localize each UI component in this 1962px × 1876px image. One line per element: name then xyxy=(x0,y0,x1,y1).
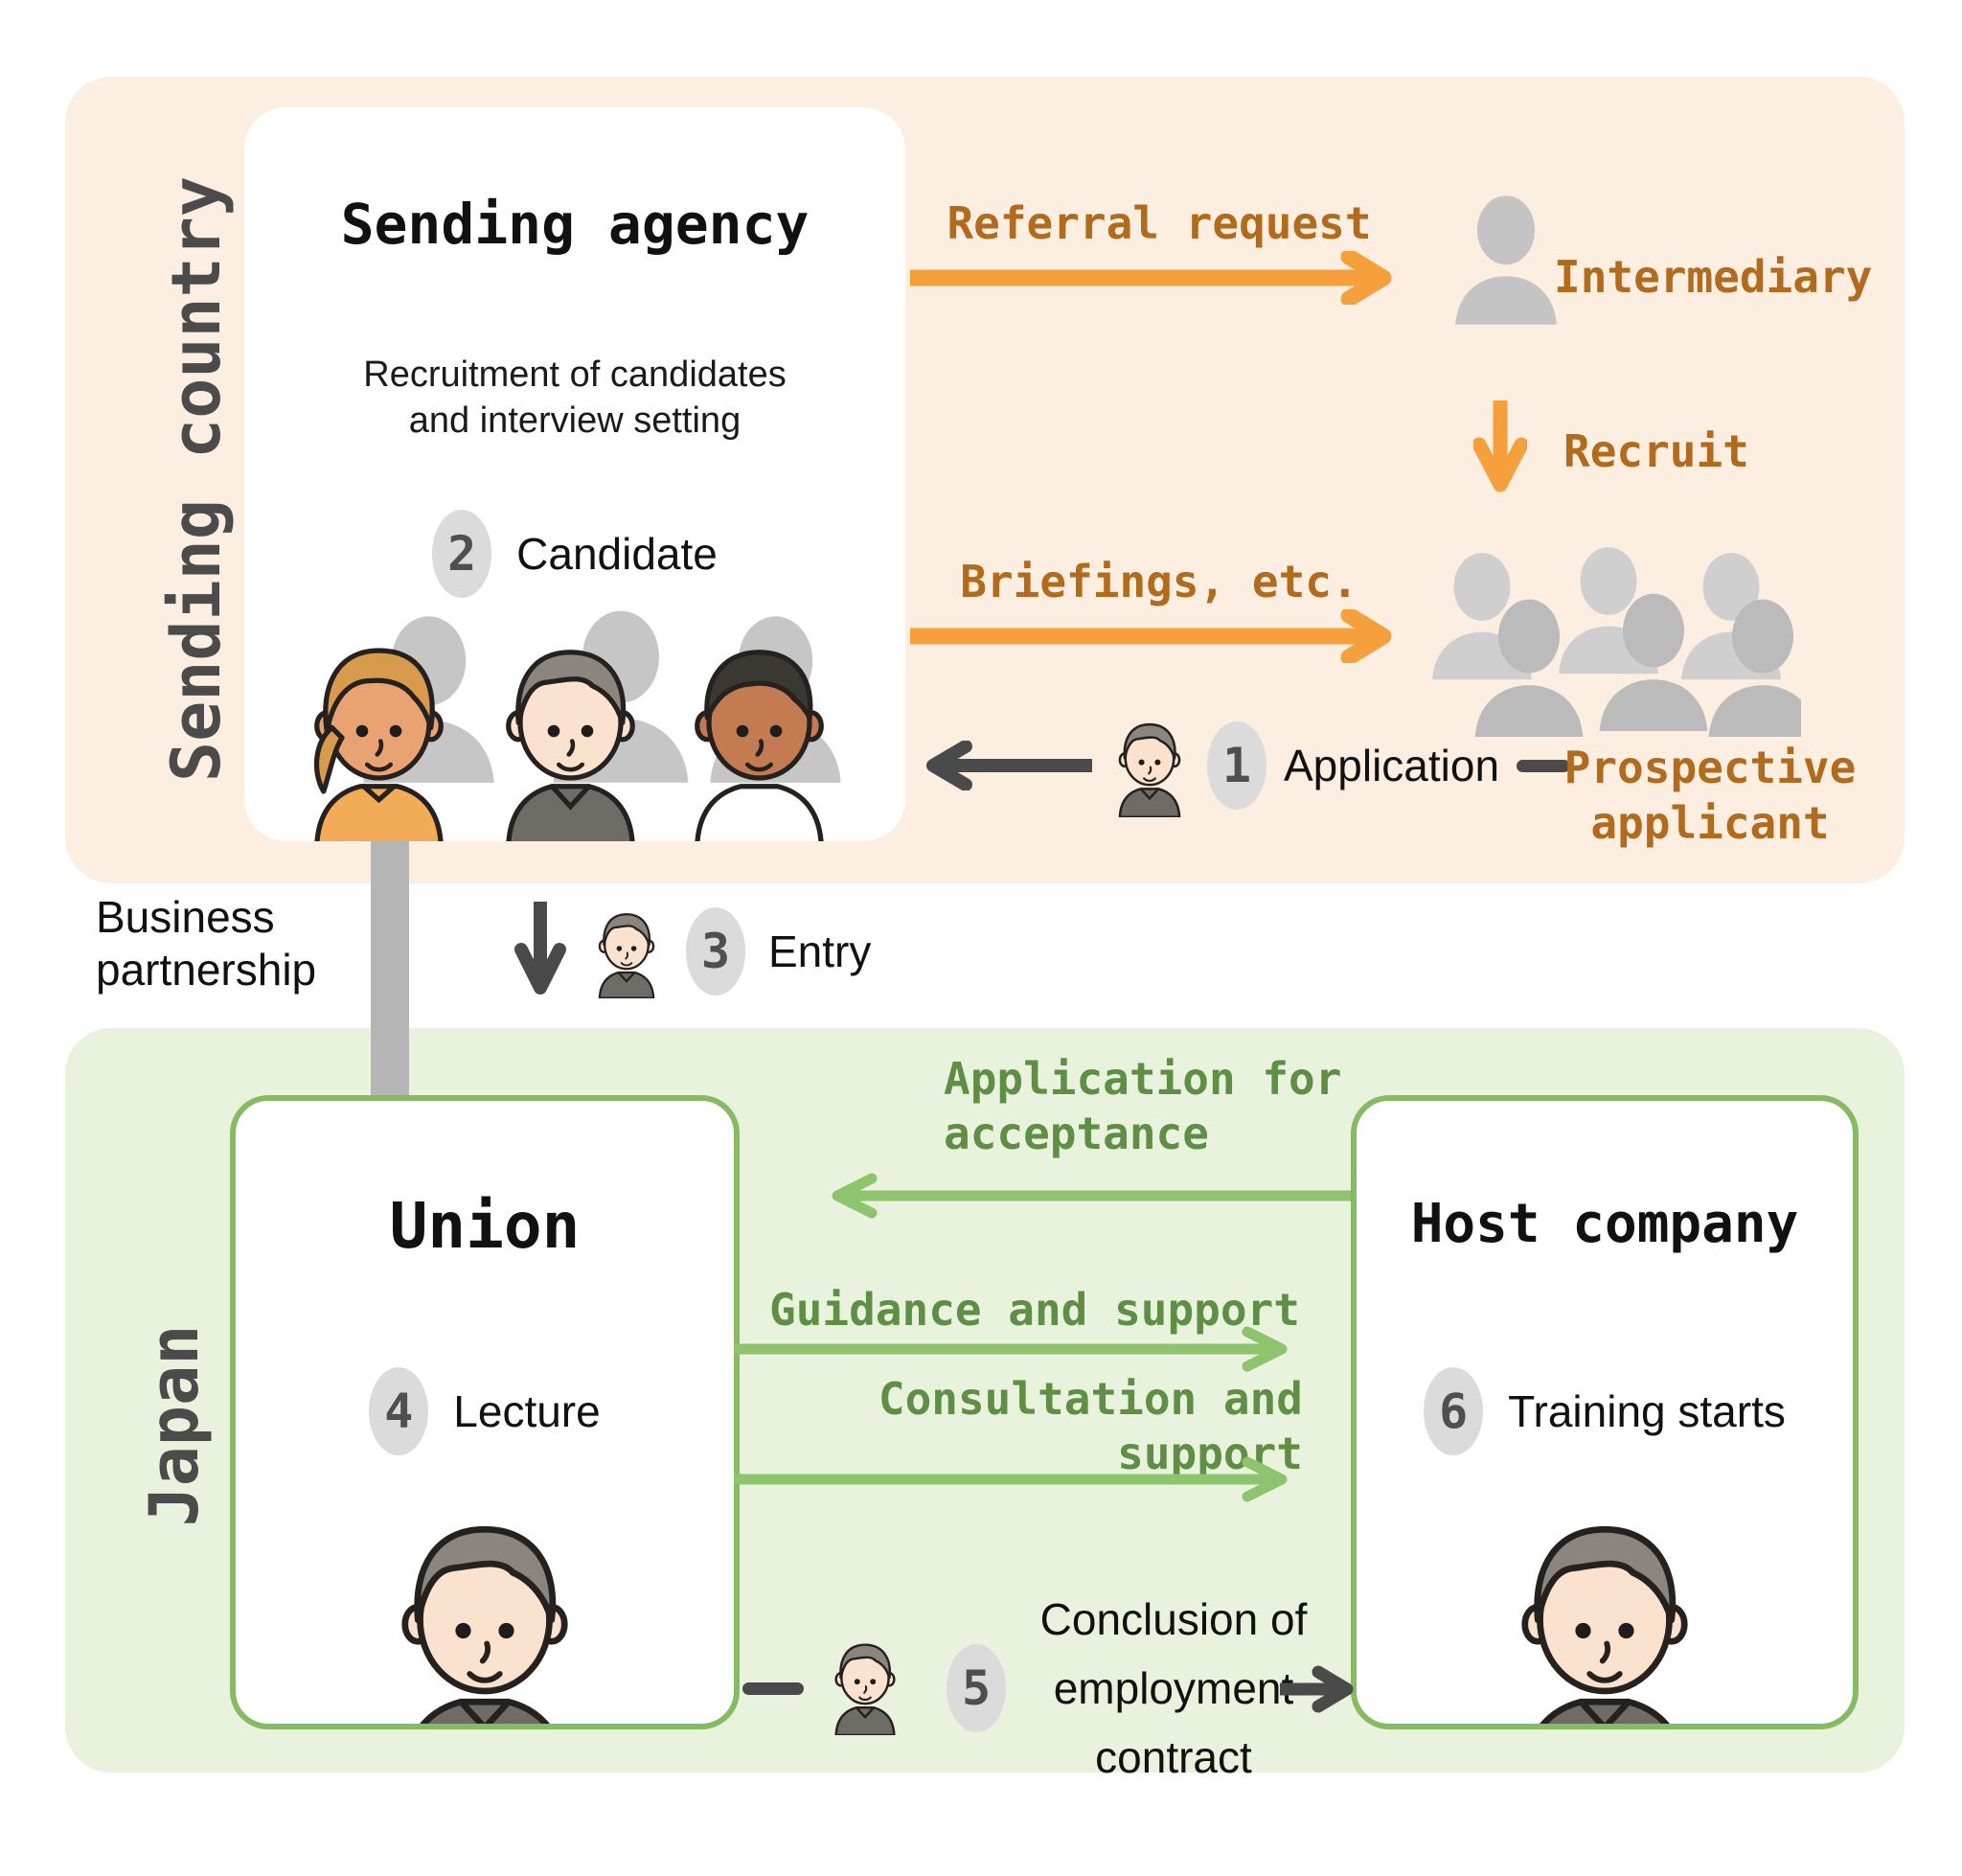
union-staff-face-icon xyxy=(377,1501,593,1729)
prospective-applicant-label: Prospective applicant xyxy=(1563,742,1857,849)
step-2-label: Candidate xyxy=(516,529,718,579)
entry-arrow xyxy=(514,902,566,995)
step-4-row: 4 Lecture xyxy=(236,1367,734,1455)
step-2-row: 2 Candidate xyxy=(244,510,905,598)
host-staff-face-icon xyxy=(1497,1501,1713,1729)
entry-label: Entry xyxy=(768,927,872,976)
step-6-badge: 6 xyxy=(1424,1367,1484,1455)
recruit-arrow xyxy=(1473,400,1527,492)
step-3-badge: 3 xyxy=(686,907,745,995)
japan-label: Japan xyxy=(135,1324,214,1527)
step-6-row: 6 Training starts xyxy=(1357,1367,1853,1455)
application-step-row: 1 Application xyxy=(910,713,1571,818)
application-for-acceptance-arrow xyxy=(832,1173,1351,1219)
contract-dash xyxy=(742,1682,804,1695)
entry-step-row: 3 Entry xyxy=(513,899,871,1004)
referral-request-label: Referral request xyxy=(947,197,1372,249)
host-company-box: Host company 6 Training starts xyxy=(1351,1095,1859,1729)
guidance-and-support-label: Guidance and support xyxy=(769,1284,1300,1336)
conclusion-of-contract-label: Conclusion of employment contract xyxy=(1039,1594,1308,1782)
step-6-label: Training starts xyxy=(1508,1386,1786,1436)
application-label: Application xyxy=(1284,741,1500,790)
application-arrow xyxy=(926,741,1092,790)
trainee-face-icon xyxy=(834,1643,896,1735)
application-for-acceptance-label: Application for acceptance xyxy=(944,1053,1342,1159)
business-partnership-connector xyxy=(371,824,409,1098)
sending-agency-title: Sending agency xyxy=(340,192,810,257)
guidance-and-support-arrow xyxy=(734,1326,1288,1372)
sending-country-label: Sending country xyxy=(157,175,236,783)
connector-dash xyxy=(1517,759,1571,772)
recruit-label: Recruit xyxy=(1563,425,1749,477)
referral-request-arrow xyxy=(910,251,1392,305)
sending-agency-subtitle: Recruitment of candidates and interview … xyxy=(363,355,787,441)
host-company-title: Host company xyxy=(1410,1193,1799,1255)
step-1-badge: 1 xyxy=(1207,721,1266,810)
trainee-face-icon xyxy=(1118,722,1181,817)
three-candidates-icon xyxy=(268,610,841,841)
union-box: Union 4 Lecture xyxy=(230,1095,740,1729)
union-title: Union xyxy=(389,1189,581,1263)
briefings-label: Briefings, etc. xyxy=(960,556,1358,607)
step-4-label: Lecture xyxy=(453,1386,601,1436)
step-4-badge: 4 xyxy=(369,1367,429,1455)
sending-agency-box: Sending agency Recruitment of candidates… xyxy=(244,107,905,841)
intermediary-silhouette-icon xyxy=(1455,195,1557,325)
briefings-arrow xyxy=(910,609,1392,663)
business-partnership-label: Business partnership xyxy=(96,892,317,995)
step-5-badge: 5 xyxy=(947,1644,1006,1732)
intermediary-label: Intermediary xyxy=(1554,251,1873,303)
step-2-badge: 2 xyxy=(432,510,492,598)
people-crowd-icon xyxy=(1432,547,1801,738)
contract-arrow xyxy=(1280,1665,1354,1713)
trainee-face-icon xyxy=(598,913,655,998)
consultation-and-support-arrow xyxy=(734,1456,1288,1502)
